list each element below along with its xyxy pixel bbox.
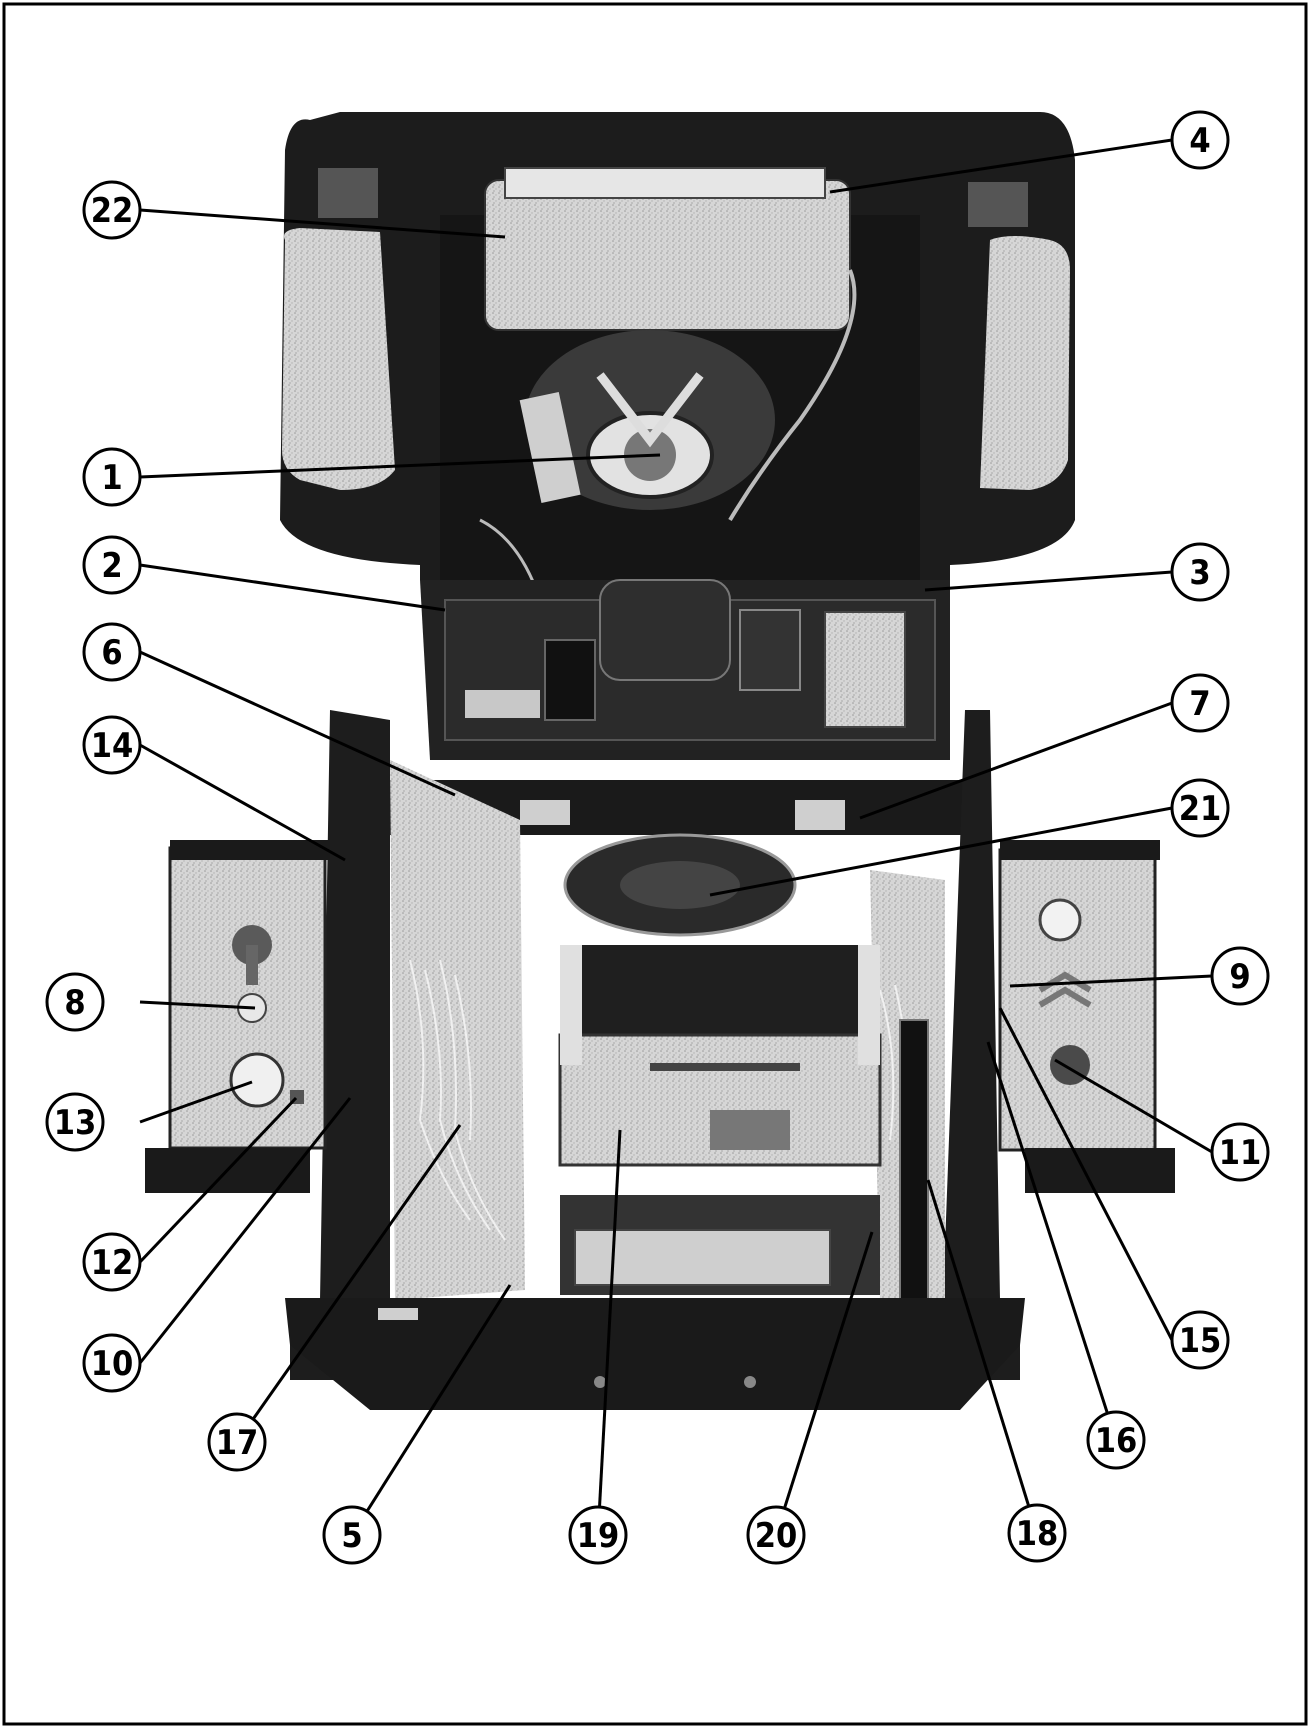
callout-circle xyxy=(1170,542,1230,602)
callout-15: 15 xyxy=(1170,1310,1230,1370)
hood-window-left xyxy=(282,228,395,490)
callout-circle xyxy=(207,1412,267,1472)
callout-circle xyxy=(1007,1503,1067,1563)
base-front xyxy=(285,1298,1025,1410)
callout-2: 2 xyxy=(82,535,142,595)
callout-label: 9 xyxy=(1229,957,1250,997)
cabinet-photo xyxy=(145,112,1175,1410)
callout-circle xyxy=(1170,110,1230,170)
callout-circle xyxy=(1086,1410,1146,1470)
callout-label: 11 xyxy=(1219,1133,1262,1173)
callout-label: 13 xyxy=(54,1103,97,1143)
base-left-side xyxy=(290,710,390,1380)
callout-circle xyxy=(82,535,142,595)
callout-20: 20 xyxy=(746,1505,806,1565)
callout-9: 9 xyxy=(1210,946,1270,1006)
callout-label: 22 xyxy=(91,191,134,231)
callout-circle xyxy=(322,1505,382,1565)
callout-label: 7 xyxy=(1189,684,1210,724)
callout-circle xyxy=(45,972,105,1032)
callout-circle xyxy=(82,447,142,507)
leader-lines xyxy=(138,138,1213,1536)
callout-circle xyxy=(82,622,142,682)
callout-6: 6 xyxy=(82,622,142,682)
callout-18: 18 xyxy=(1007,1503,1067,1563)
callout-1: 1 xyxy=(82,447,142,507)
callout-circle xyxy=(82,180,142,240)
callout-label: 18 xyxy=(1016,1514,1059,1554)
callout-circle xyxy=(1170,778,1230,838)
callout-label: 8 xyxy=(64,983,85,1023)
callout-label: 5 xyxy=(341,1516,362,1556)
callout-label: 16 xyxy=(1095,1421,1138,1461)
callout-5: 5 xyxy=(322,1505,382,1565)
hood-window-right xyxy=(980,236,1070,490)
callout-8: 8 xyxy=(45,972,105,1032)
callout-circle xyxy=(1210,946,1270,1006)
callout-label: 19 xyxy=(577,1516,620,1556)
callout-circle xyxy=(1170,673,1230,733)
callout-label: 1 xyxy=(101,458,122,498)
callout-22: 22 xyxy=(82,180,142,240)
callout-circle xyxy=(82,715,142,775)
callout-10: 10 xyxy=(82,1333,142,1393)
callout-label: 3 xyxy=(1189,553,1210,593)
callout-circle xyxy=(82,1232,142,1292)
callout-4: 4 xyxy=(1170,110,1230,170)
callout-label: 14 xyxy=(91,726,134,766)
callout-19: 19 xyxy=(568,1505,628,1565)
callout-label: 2 xyxy=(101,546,122,586)
callout-label: 20 xyxy=(755,1516,798,1556)
callout-label: 15 xyxy=(1179,1321,1222,1361)
callout-12: 12 xyxy=(82,1232,142,1292)
callout-7: 7 xyxy=(1170,673,1230,733)
callout-circle xyxy=(568,1505,628,1565)
callout-label: 10 xyxy=(91,1344,134,1384)
callout-label: 4 xyxy=(1189,121,1210,161)
callout-label: 6 xyxy=(101,633,122,673)
callout-16: 16 xyxy=(1086,1410,1146,1470)
callout-14: 14 xyxy=(82,715,142,775)
callout-circle xyxy=(82,1333,142,1393)
callout-3: 3 xyxy=(1170,542,1230,602)
callout-13: 13 xyxy=(45,1092,105,1152)
callout-21: 21 xyxy=(1170,778,1230,838)
callout-circle xyxy=(1170,1310,1230,1370)
callout-17: 17 xyxy=(207,1412,267,1472)
marquee-lamp-housing xyxy=(484,179,851,331)
callout-label: 17 xyxy=(216,1423,259,1463)
callout-11: 11 xyxy=(1210,1122,1270,1182)
callout-label: 21 xyxy=(1179,789,1222,829)
base-right-side xyxy=(940,710,1020,1380)
callout-circle xyxy=(746,1505,806,1565)
callout-label: 12 xyxy=(91,1243,134,1283)
callout-circle xyxy=(1210,1122,1270,1182)
callout-circle xyxy=(45,1092,105,1152)
